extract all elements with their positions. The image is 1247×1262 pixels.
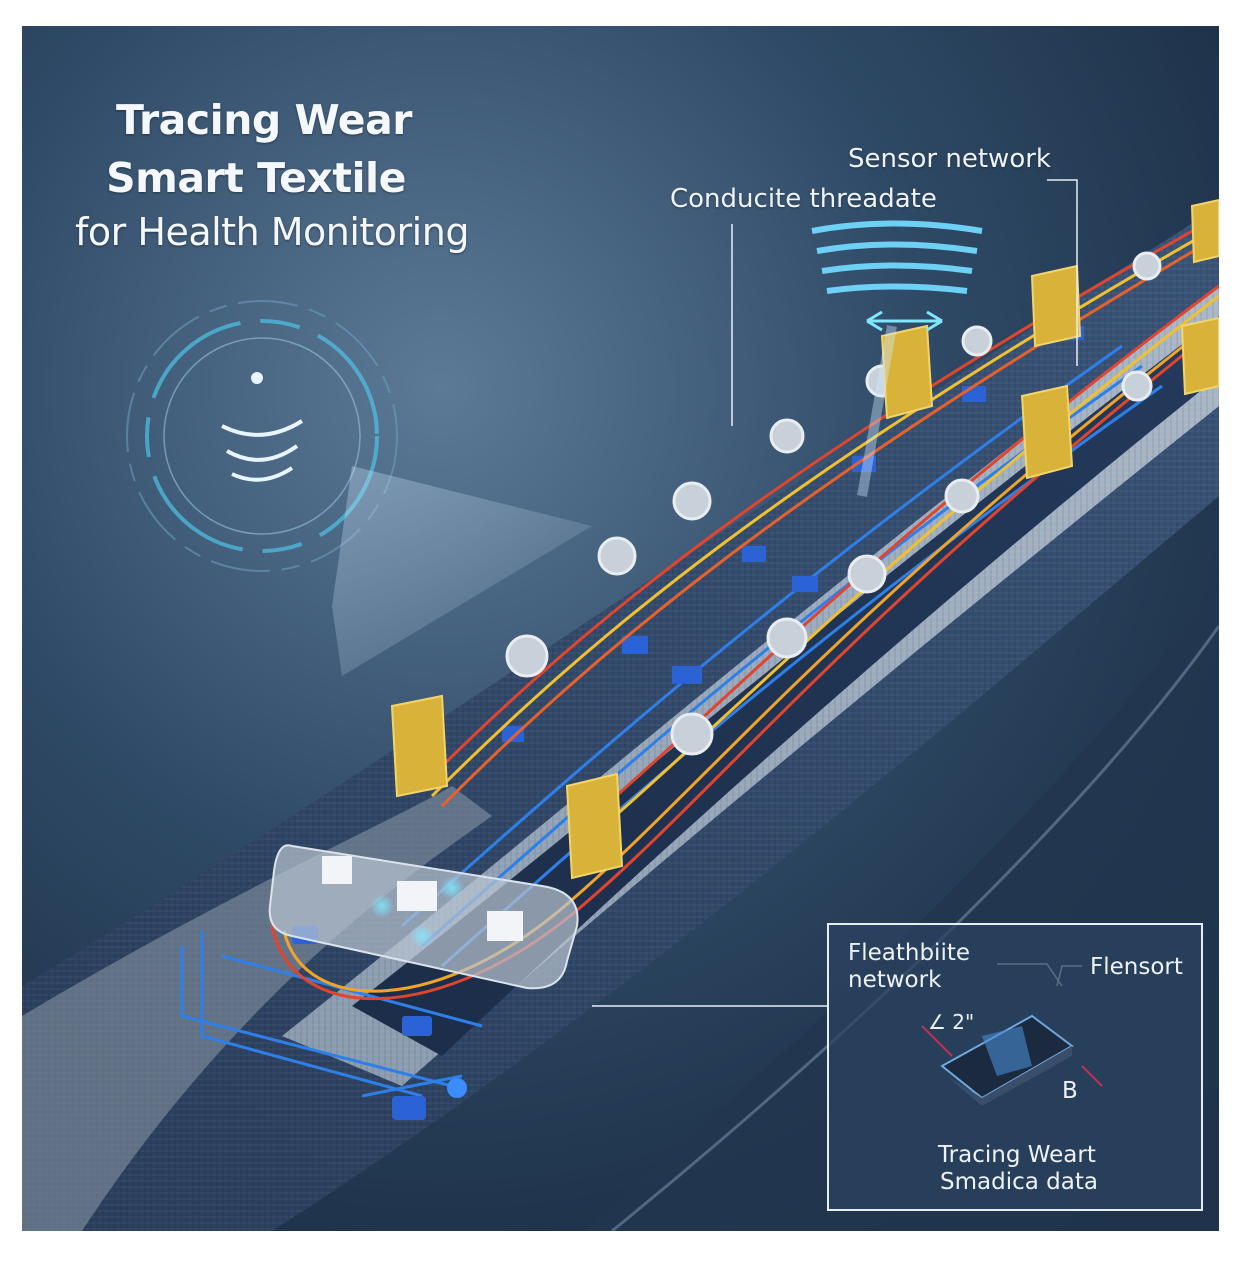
inset-dimension: ∠ 2"	[928, 1009, 974, 1035]
callout-sensor-network: Sensor network	[848, 144, 1051, 174]
inset-label-left-line2: network	[848, 967, 941, 993]
inset-label-right: Flensort	[1090, 954, 1183, 980]
callout-conductive-thread: Conducite threadate	[670, 184, 937, 214]
inset-caption-line1: Tracing Weart	[938, 1142, 1096, 1168]
title-line-2: Smart Textile	[22, 154, 506, 202]
inset-marker: B	[1062, 1078, 1078, 1104]
illustration-frame: Tracing Wear Smart Textile for Health Mo…	[22, 26, 1219, 1231]
inset-caption-line2: Smadica data	[940, 1169, 1098, 1195]
title-line-1: Tracing Wear	[22, 96, 514, 144]
smart-textile-illustration	[22, 26, 1219, 1231]
inset-label-left-line1: Fleathbiite	[848, 940, 970, 966]
title-line-3: for Health Monitoring	[22, 210, 522, 254]
